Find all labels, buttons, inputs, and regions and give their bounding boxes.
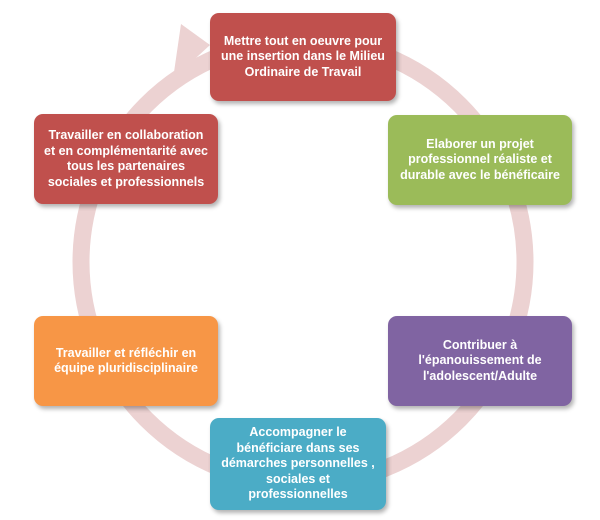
step-label-equipe: Travailler et réfléchir en équipe plurid… bbox=[54, 345, 198, 376]
step-label-insertion: Mettre tout en oeuvre pour une insertion… bbox=[221, 33, 385, 79]
step-label-accompagner: Accompagner le bénéficiare dans ses déma… bbox=[221, 425, 375, 502]
step-box-equipe: Travailler et réfléchir en équipe plurid… bbox=[34, 316, 218, 406]
cycle-arrowhead-icon bbox=[173, 24, 210, 79]
step-label-epanouissement: Contribuer à l'épanouissement de l'adole… bbox=[418, 337, 542, 383]
step-box-accompagner: Accompagner le bénéficiare dans ses déma… bbox=[210, 418, 386, 510]
step-label-projet: Elaborer un projet professionnel réalist… bbox=[400, 136, 560, 182]
step-box-collaboration: Travailler en collaboration et en complé… bbox=[34, 114, 218, 204]
step-box-insertion: Mettre tout en oeuvre pour une insertion… bbox=[210, 13, 396, 101]
step-label-collaboration: Travailler en collaboration et en complé… bbox=[44, 128, 208, 189]
step-box-projet: Elaborer un projet professionnel réalist… bbox=[388, 115, 572, 205]
step-box-epanouissement: Contribuer à l'épanouissement de l'adole… bbox=[388, 316, 572, 406]
